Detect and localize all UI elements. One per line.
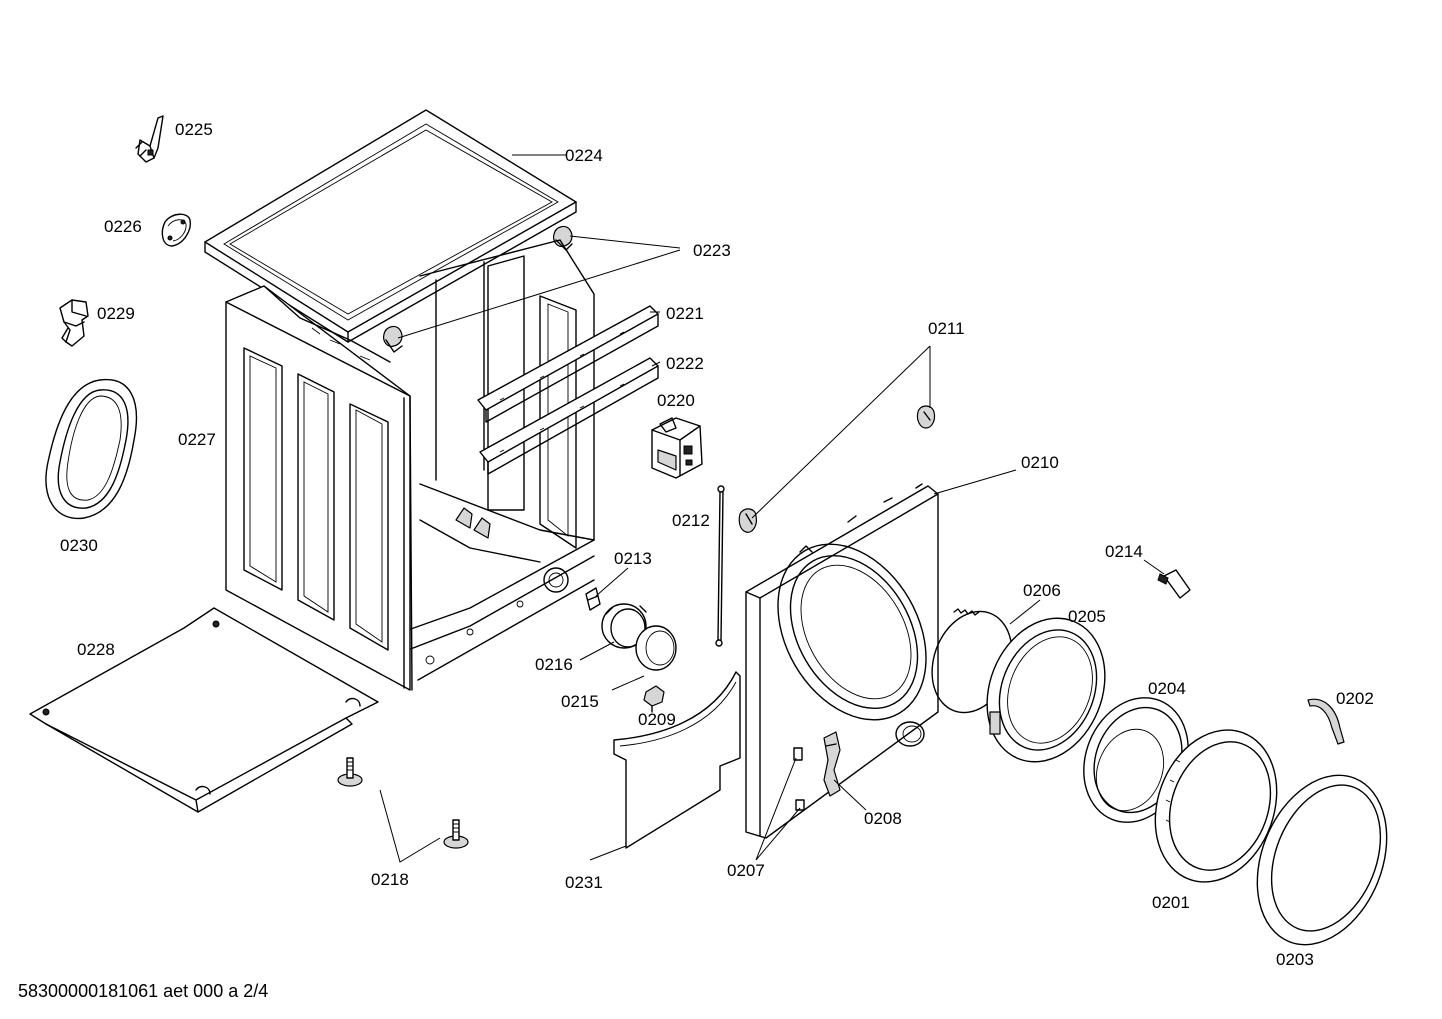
label-0210: 0210 <box>1021 453 1059 472</box>
part-0229-drawing <box>59 299 89 347</box>
label-0226: 0226 <box>104 217 142 236</box>
part-0224-drawing <box>204 109 577 343</box>
document-code: 58300000181061 aet 000 a 2/4 <box>18 981 269 1001</box>
part-0218-drawing <box>337 757 469 849</box>
label-0224: 0224 <box>565 146 603 165</box>
part-0202-drawing <box>1307 698 1345 745</box>
label-0202: 0202 <box>1336 689 1374 708</box>
label-0211: 0211 <box>928 319 965 338</box>
label-0207: 0207 <box>727 861 765 880</box>
label-0208: 0208 <box>864 809 902 828</box>
label-0201: 0201 <box>1152 893 1190 912</box>
label-0206: 0206 <box>1023 581 1061 600</box>
part-0212-drawing <box>715 485 725 647</box>
label-0222: 0222 <box>666 354 704 373</box>
part-0208-drawing <box>823 731 841 797</box>
part-0214-drawing <box>1157 569 1191 599</box>
label-0205: 0205 <box>1068 607 1106 626</box>
part-0227-drawing <box>225 239 595 691</box>
label-0218: 0218 <box>371 870 409 889</box>
label-0215: 0215 <box>561 692 599 711</box>
label-0204: 0204 <box>1148 679 1186 698</box>
part-0213-drawing <box>585 587 601 611</box>
label-0220: 0220 <box>657 391 695 410</box>
part-labels: 0225 0224 0226 0223 0229 0221 0222 0211 … <box>60 120 1374 969</box>
label-0209: 0209 <box>638 710 676 729</box>
part-0230-drawing <box>45 378 138 520</box>
label-0227: 0227 <box>178 430 216 449</box>
label-0228: 0228 <box>77 640 115 659</box>
label-0225: 0225 <box>175 120 213 139</box>
label-0214: 0214 <box>1105 542 1143 561</box>
part-0221-drawing <box>477 305 659 423</box>
part-0215-drawing <box>635 625 677 671</box>
part-0205-drawing <box>986 617 1106 763</box>
label-0203: 0203 <box>1276 950 1314 969</box>
label-0212: 0212 <box>672 511 710 530</box>
leader-lines <box>379 154 1165 863</box>
part-0226-drawing <box>161 213 191 247</box>
part-0211-drawing <box>738 405 936 533</box>
part-0223-drawing <box>383 225 573 353</box>
part-0231-drawing <box>613 671 741 849</box>
label-0230: 0230 <box>60 536 98 555</box>
part-0203-drawing <box>1256 774 1388 946</box>
part-0225-drawing <box>135 115 164 163</box>
label-0229: 0229 <box>97 304 135 323</box>
label-0223: 0223 <box>693 241 731 260</box>
label-0231: 0231 <box>565 873 603 892</box>
part-0209-drawing <box>643 685 665 713</box>
part-0222-drawing <box>479 357 659 475</box>
label-0221: 0221 <box>666 304 704 323</box>
part-0216-drawing <box>601 603 647 649</box>
part-0201-drawing <box>1154 729 1278 883</box>
part-0220-drawing <box>651 417 703 479</box>
part-0228-drawing <box>29 607 379 813</box>
part-0210-drawing <box>745 483 939 839</box>
label-0213: 0213 <box>614 549 652 568</box>
label-0216: 0216 <box>535 655 573 674</box>
